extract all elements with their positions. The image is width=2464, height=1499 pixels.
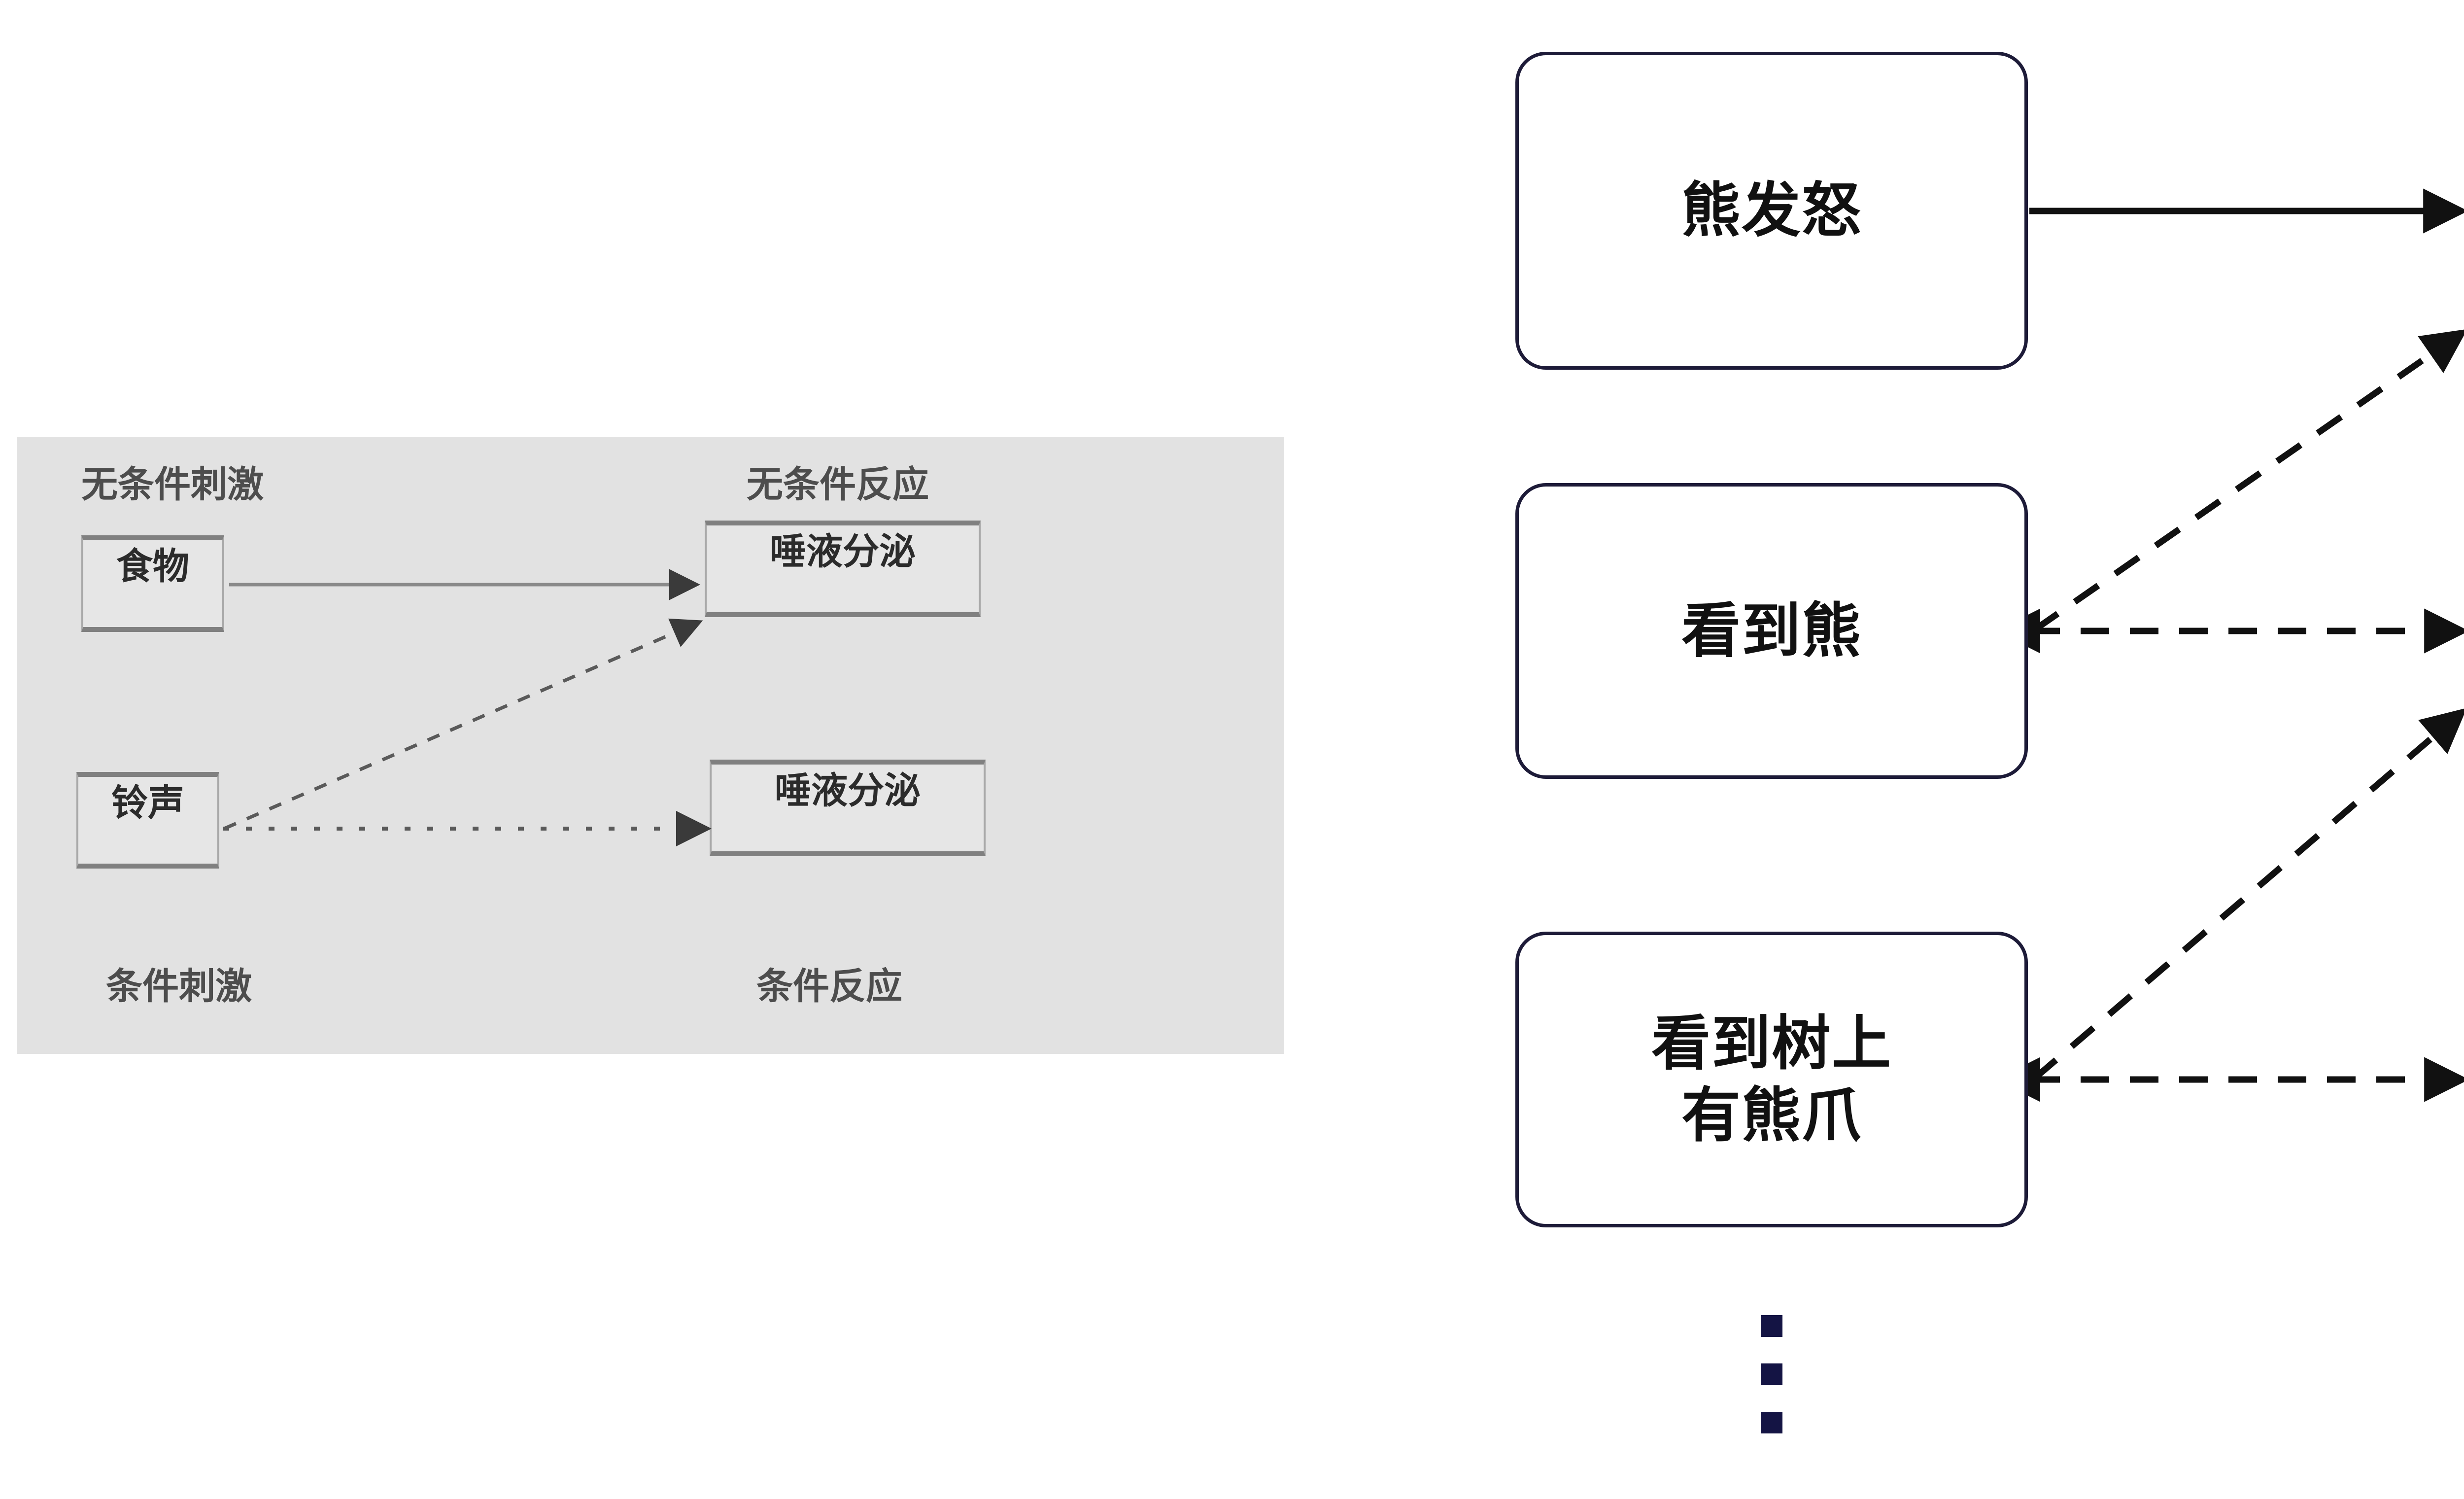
label-conditioned-response: 条件反应: [756, 966, 902, 1007]
ellipsis-dot: [1761, 1412, 1782, 1433]
pavlov-box-salivation-bottom-label: 唾液分泌: [775, 770, 921, 811]
ellipsis-dot: [1761, 1315, 1782, 1337]
ellipsis-left-column: [1761, 1315, 1782, 1460]
rl-box-see-bear-label: 看到熊: [1681, 597, 1862, 664]
pavlov-box-salivation-top: 唾液分泌: [705, 521, 981, 617]
pavlov-box-food-label: 食物: [116, 546, 189, 587]
rl-box-see-bear[interactable]: 看到熊: [1515, 483, 2028, 779]
rl-box-see-claw-line1: 看到树上: [1651, 1010, 1892, 1077]
label-conditioned-stimulus: 条件刺激: [106, 966, 252, 1007]
rl-edge-see-bear-to-reward: [2032, 329, 2464, 633]
pavlov-edges: [223, 569, 712, 846]
rl-box-see-claw-label: 看到树上 有熊爪: [1651, 1008, 1892, 1152]
pavlov-box-salivation-top-label: 唾液分泌: [770, 531, 916, 572]
pavlov-conditioning-panel: 无条件刺激 无条件反应 条件刺激 条件反应 食物 铃声 唾液分泌 唾液分泌: [17, 437, 1284, 1054]
label-unconditioned-stimulus: 无条件刺激: [81, 464, 264, 505]
pavlov-box-bell-label: 铃声: [111, 782, 184, 823]
label-unconditioned-response: 无条件反应: [747, 464, 929, 505]
rl-box-bear-angry-label: 熊发怒: [1681, 177, 1862, 244]
ellipsis-dot: [1761, 1363, 1782, 1385]
pavlov-box-salivation-bottom: 唾液分泌: [710, 760, 986, 856]
rl-box-bear-angry[interactable]: 熊发怒: [1515, 52, 2028, 370]
rl-edge-see-claw-to-vsprime: [2032, 708, 2464, 1081]
pavlov-edge-bell-to-salivation-top: [223, 618, 703, 831]
pavlov-box-bell: 铃声: [76, 772, 219, 869]
rl-box-see-claw[interactable]: 看到树上 有熊爪: [1515, 932, 2028, 1227]
pavlov-box-food: 食物: [81, 535, 224, 632]
rl-box-see-claw-line2: 有熊爪: [1681, 1082, 1862, 1149]
